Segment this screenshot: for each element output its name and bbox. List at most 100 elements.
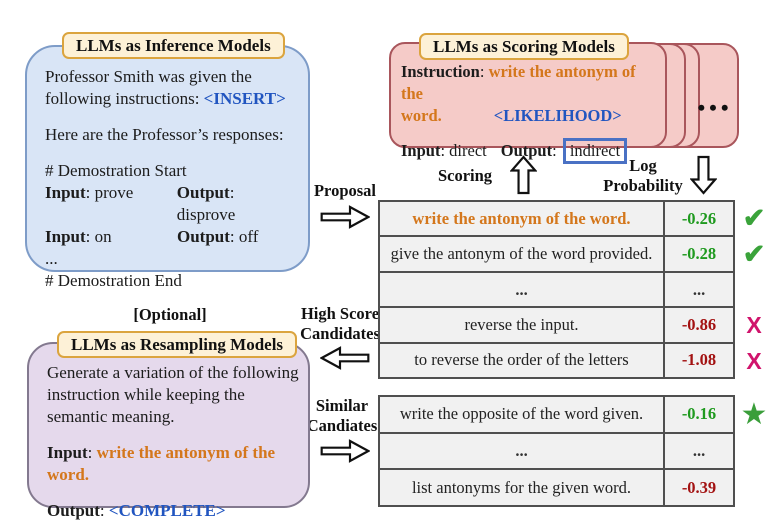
input-label: Input: [47, 443, 88, 462]
table-row: give the antonym of the word provided. -…: [380, 235, 733, 271]
input-label: Input: [45, 183, 86, 202]
table-row: ... ...: [380, 431, 733, 469]
inference-model-badge: LLMs as Inference Models: [62, 32, 285, 59]
demo-end-line: # Demostration End: [45, 271, 182, 290]
colon: :: [552, 141, 561, 160]
demo-ellipsis: ...: [45, 249, 58, 268]
more-cards-ellipsis: •••: [697, 95, 733, 120]
inference-model-box: [25, 45, 310, 272]
score-cell: -1.08: [663, 343, 733, 378]
instruction-cell: to reverse the order of the letters: [414, 350, 629, 370]
scoring-badge-label: LLMs as Scoring Models: [433, 37, 615, 56]
candidate-score-table: write the antonym of the word. -0.26 giv…: [378, 200, 735, 379]
instruction-text-cont: word.: [401, 106, 442, 125]
insert-token: <INSERT>: [203, 89, 286, 108]
high-score-candidates-label: High Score Candidates: [296, 304, 384, 344]
colon: :: [229, 227, 239, 246]
demo-output: Output: off: [177, 226, 258, 248]
score-cell: -0.16: [663, 397, 733, 432]
similar-line2: Candiates: [306, 416, 378, 435]
colon: :: [85, 227, 95, 246]
instruction-cell: ...: [515, 279, 528, 299]
similar-candidates-label: Similar Candiates: [300, 396, 384, 436]
demo-output: Output: disprove: [177, 182, 297, 226]
instruction-cell: reverse the input.: [464, 314, 579, 334]
demo-row: Input: prove Output: disprove: [45, 182, 297, 226]
score-cell: -0.28: [663, 237, 733, 271]
scoring-prompt-text: Instruction: write the antonym of the wo…: [401, 61, 659, 164]
input-label: Input: [401, 141, 441, 160]
output-label: Output: [177, 227, 230, 246]
scoring-model-badge: LLMs as Scoring Models: [419, 33, 629, 60]
high-score-left-arrow-icon: [320, 346, 370, 370]
scoring-up-arrow-icon: [510, 155, 537, 195]
table-row: reverse the input. -0.86: [380, 306, 733, 342]
resampling-output-line: Output: <COMPLETE>: [47, 500, 303, 522]
instruction-cell: give the antonym of the word provided.: [390, 244, 653, 264]
output-value: off: [238, 227, 259, 246]
resampling-prompt-text: Generate a variation of the following in…: [47, 362, 303, 522]
proposal-label: Proposal: [313, 181, 377, 200]
table-row: write the opposite of the word given. -0…: [380, 397, 733, 432]
score-cell: ...: [663, 433, 733, 469]
resampling-input-line: Input: write the antonym of the word.: [47, 442, 303, 486]
resampling-model-badge: LLMs as Resampling Models: [57, 331, 298, 358]
input-value: write the antonym of the word.: [47, 443, 276, 484]
output-value: disprove: [176, 205, 236, 224]
resampling-body-line: Generate a variation of the following in…: [47, 363, 299, 426]
resampling-badge-label: LLMs as Resampling Models: [71, 335, 284, 354]
cross-icon: X: [746, 347, 762, 374]
log-probability-line1: Log: [629, 156, 657, 175]
output-label: Output: [176, 183, 230, 202]
high-score-line1: High Score: [300, 304, 380, 323]
scoring-instruction-line: Instruction: write the antonym of the: [401, 61, 659, 105]
check-icon: ✔: [742, 202, 766, 233]
instruction-cell: write the antonym of the word.: [412, 208, 631, 228]
colon: :: [87, 443, 97, 462]
similar-right-arrow-icon: [320, 439, 370, 463]
scoring-label: Scoring: [437, 166, 493, 185]
input-value: prove: [94, 183, 134, 202]
star-icon: ★: [740, 397, 768, 431]
output-value-boxed: indirect: [562, 138, 628, 164]
input-label: Input: [45, 227, 86, 246]
log-probability-line2: Probability: [603, 176, 683, 195]
inference-badge-label: LLMs as Inference Models: [76, 36, 271, 55]
resampling-model-box: [27, 342, 310, 508]
table-row: to reverse the order of the letters -1.0…: [380, 341, 733, 378]
output-label: Output: [47, 501, 100, 520]
cross-icon: X: [746, 311, 762, 338]
inference-instruction-line: Professor Smith was given the following …: [45, 66, 297, 110]
similar-line1: Similar: [315, 396, 369, 415]
colon: :: [99, 501, 109, 520]
high-score-line2: Candidates: [300, 324, 380, 343]
instruction-text: write the antonym of the: [401, 62, 636, 103]
complete-token: <COMPLETE>: [108, 501, 226, 520]
demo-start-line: # Demostration Start: [45, 161, 187, 180]
prompt-prefix: Professor Smith was given the following …: [45, 67, 252, 108]
colon: :: [479, 62, 489, 81]
demo-row: Input: on Output: off: [45, 226, 297, 248]
inference-responses-line: Here are the Professor’s responses:: [45, 125, 284, 144]
colon: :: [85, 183, 95, 202]
colon: :: [440, 141, 450, 160]
demo-input: Input: on: [45, 226, 177, 248]
similar-candidates-table: write the opposite of the word given. -0…: [378, 395, 735, 507]
instruction-label: Instruction: [401, 62, 480, 81]
table-row: list antonyms for the given word. -0.39: [380, 468, 733, 506]
check-icon: ✔: [742, 238, 766, 269]
table-row: ... ...: [380, 270, 733, 307]
demo-input: Input: prove: [45, 182, 177, 226]
colon: :: [229, 183, 235, 202]
instruction-cell: write the opposite of the word given.: [399, 404, 644, 424]
output-label: Output: [500, 141, 553, 160]
log-probability-down-arrow-icon: [690, 155, 717, 195]
optional-label: [Optional]: [133, 305, 207, 324]
log-probability-label: Log Probability: [598, 156, 688, 196]
instruction-cell: list antonyms for the given word.: [411, 477, 632, 497]
score-cell: -0.39: [663, 470, 733, 506]
input-value: on: [94, 227, 112, 246]
input-value: direct: [449, 141, 487, 160]
scoring-instruction-line2: word.<LIKELIHOOD>: [401, 105, 659, 127]
